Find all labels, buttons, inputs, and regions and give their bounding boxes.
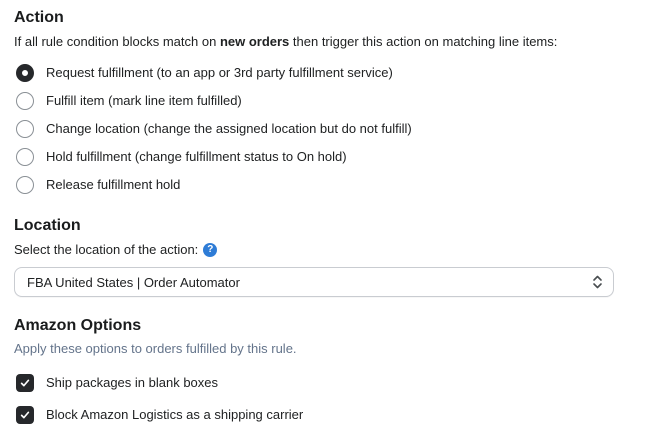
checkbox-checked-icon[interactable]	[16, 374, 34, 392]
radio-option-release-fulfillment-hold[interactable]: Release fulfillment hold	[14, 171, 614, 199]
radio-option-label: Release fulfillment hold	[46, 177, 181, 192]
radio-unselected-icon[interactable]	[16, 148, 34, 166]
action-description-prefix: If all rule condition blocks match on	[14, 34, 220, 49]
action-heading: Action	[14, 9, 64, 26]
radio-unselected-icon[interactable]	[16, 120, 34, 138]
rule-settings-panel: Action If all rule condition blocks matc…	[14, 8, 614, 429]
location-select[interactable]: FBA United States | Order Automator	[14, 267, 614, 297]
radio-option-label: Request fulfillment (to an app or 3rd pa…	[46, 65, 393, 80]
checkbox-ship-blank-boxes[interactable]: Ship packages in blank boxes	[14, 369, 614, 397]
action-radio-group: Request fulfillment (to an app or 3rd pa…	[14, 59, 614, 199]
action-description: If all rule condition blocks match on ne…	[14, 34, 614, 49]
radio-unselected-icon[interactable]	[16, 176, 34, 194]
help-question-icon[interactable]: ?	[203, 243, 218, 257]
location-heading: Location	[14, 217, 81, 234]
checkbox-label: Block Amazon Logistics as a shipping car…	[46, 407, 304, 422]
radio-unselected-icon[interactable]	[16, 92, 34, 110]
radio-option-request-fulfillment[interactable]: Request fulfillment (to an app or 3rd pa…	[14, 59, 614, 87]
radio-option-hold-fulfillment[interactable]: Hold fulfillment (change fulfillment sta…	[14, 143, 614, 171]
radio-option-label: Change location (change the assigned loc…	[46, 121, 412, 136]
action-section: Action If all rule condition blocks matc…	[14, 8, 614, 199]
location-select-label: Select the location of the action:	[14, 242, 199, 257]
amazon-options-section: Amazon Options Apply these options to or…	[14, 316, 614, 429]
location-select-value: FBA United States | Order Automator	[27, 274, 240, 290]
radio-option-label: Fulfill item (mark line item fulfilled)	[46, 93, 242, 108]
radio-option-label: Hold fulfillment (change fulfillment sta…	[46, 149, 347, 164]
checkbox-label: Ship packages in blank boxes	[46, 375, 219, 390]
select-chevrons-icon	[593, 275, 602, 289]
checkbox-block-amazon-logistics[interactable]: Block Amazon Logistics as a shipping car…	[14, 401, 614, 429]
amazon-options-checkbox-group: Ship packages in blank boxes Block Amazo…	[14, 369, 614, 429]
amazon-options-description: Apply these options to orders fulfilled …	[14, 341, 297, 356]
radio-option-change-location[interactable]: Change location (change the assigned loc…	[14, 115, 614, 143]
radio-selected-icon[interactable]	[16, 64, 34, 82]
location-label-row: Select the location of the action: ?	[14, 242, 614, 258]
location-section: Location Select the location of the acti…	[14, 216, 614, 297]
action-description-suffix: then trigger this action on matching lin…	[289, 34, 558, 49]
radio-option-fulfill-item[interactable]: Fulfill item (mark line item fulfilled)	[14, 87, 614, 115]
action-description-bold: new orders	[219, 34, 290, 49]
checkbox-checked-icon[interactable]	[16, 406, 34, 424]
amazon-options-heading: Amazon Options	[14, 317, 142, 334]
